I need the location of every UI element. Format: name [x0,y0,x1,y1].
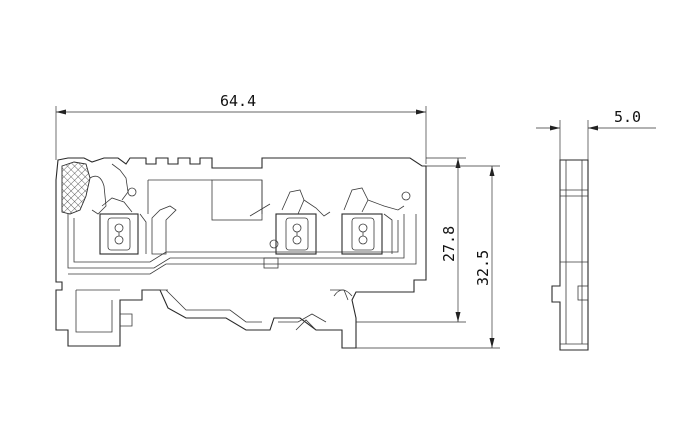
side-outline [551,159,589,351]
spring-clamp-1 [99,197,147,255]
front-view [55,157,427,349]
thickness-label: 5.0 [614,108,641,126]
side-view [551,159,589,351]
dimension-width: 64.4 [55,92,427,164]
dimension-overall-height: 32.5 [356,165,500,349]
dimension-inner-height: 27.8 [356,157,466,323]
upper-window [211,179,263,221]
body-outline [55,157,427,349]
inner-height-label: 27.8 [440,226,458,262]
spring-clamp-2 [269,189,331,255]
left-latch-hatch-2 [62,162,90,214]
inner-frame [67,214,405,269]
dimension-thickness: 5.0 [536,108,656,160]
lever-1 [151,205,177,255]
overall-height-label: 32.5 [474,250,492,286]
spring-clamp-3 [341,187,411,255]
width-label: 64.4 [220,92,256,110]
